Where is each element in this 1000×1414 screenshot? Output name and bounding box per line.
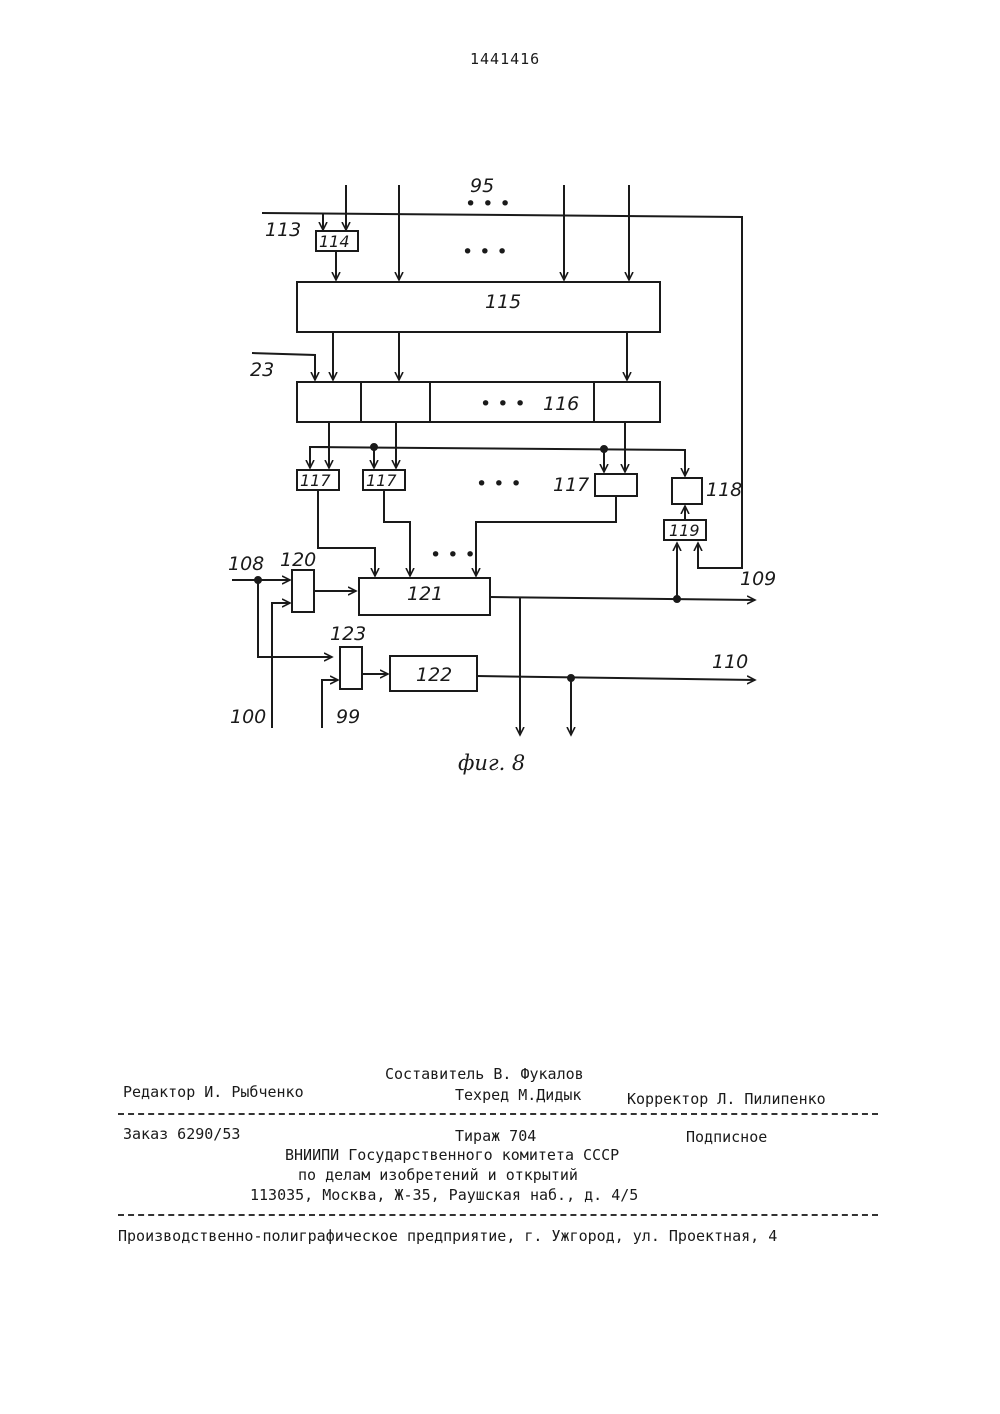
divider (118, 1214, 878, 1216)
signal-line-109 (490, 597, 755, 600)
signal-line (476, 496, 616, 576)
techred: Техред М.Дидык (455, 1086, 581, 1104)
label-116: 116 (543, 393, 579, 415)
signal-line (310, 422, 329, 468)
junction-dot (371, 444, 377, 450)
label-99: 99 (336, 706, 360, 728)
block-118 (672, 478, 702, 504)
figure-caption: фиг. 8 (458, 751, 525, 775)
label-115: 115 (485, 291, 521, 313)
composer: Составитель В. Фукалов (385, 1065, 584, 1083)
block-120 (292, 570, 314, 612)
label-118: 118 (706, 479, 742, 501)
junction-dot (601, 446, 607, 452)
junction-dot (255, 577, 261, 583)
org-line-2: по делам изобретений и открытий (298, 1166, 578, 1184)
label-108: 108 (228, 553, 264, 575)
label-23: 23 (250, 359, 274, 381)
label-110: 110 (712, 651, 748, 673)
signal-line (384, 490, 410, 576)
label-120: 120 (280, 549, 316, 571)
subscription: Подписное (686, 1128, 767, 1146)
block-117 (595, 474, 637, 496)
label-119: 119 (669, 521, 700, 540)
label-122: 122 (416, 664, 452, 686)
signal-line-113 (262, 213, 742, 568)
label-113: 113 (265, 219, 301, 241)
label-ellipsis: • • • (465, 193, 511, 215)
signal-line (272, 603, 290, 728)
editor: Редактор И. Рыбченко (123, 1083, 304, 1101)
label-121: 121 (407, 583, 443, 605)
label-117: 117 (553, 474, 589, 496)
order-number: Заказ 6290/53 (123, 1125, 240, 1143)
block-116 (297, 382, 660, 422)
label-109: 109 (740, 568, 776, 590)
block-123 (340, 647, 362, 689)
signal-line (318, 490, 375, 576)
printer-info: Производственно-полиграфическое предприя… (118, 1227, 777, 1245)
label-ellipsis: • • • (430, 544, 476, 566)
label-ellipsis: • • • (476, 473, 522, 495)
divider (118, 1113, 878, 1115)
label-100: 100 (230, 706, 266, 728)
org-line-1: ВНИИПИ Государственного комитета СССР (285, 1146, 619, 1164)
org-address: 113035, Москва, Ж-35, Раушская наб., д. … (250, 1186, 638, 1204)
circulation: Тираж 704 (455, 1127, 536, 1145)
label-123: 123 (330, 623, 366, 645)
label-ellipsis: • • • (480, 393, 526, 415)
label-ellipsis: • • • (462, 241, 508, 263)
corrector: Корректор Л. Пилипенко (627, 1090, 826, 1108)
signal-line-110 (477, 676, 755, 680)
label-117: 117 (300, 471, 331, 490)
block-115 (297, 282, 660, 332)
label-117: 117 (366, 471, 397, 490)
label-114: 114 (319, 232, 350, 251)
block-diagram: 95 • • • • • • 113 114 115 23 • • • 116 … (0, 0, 1000, 900)
